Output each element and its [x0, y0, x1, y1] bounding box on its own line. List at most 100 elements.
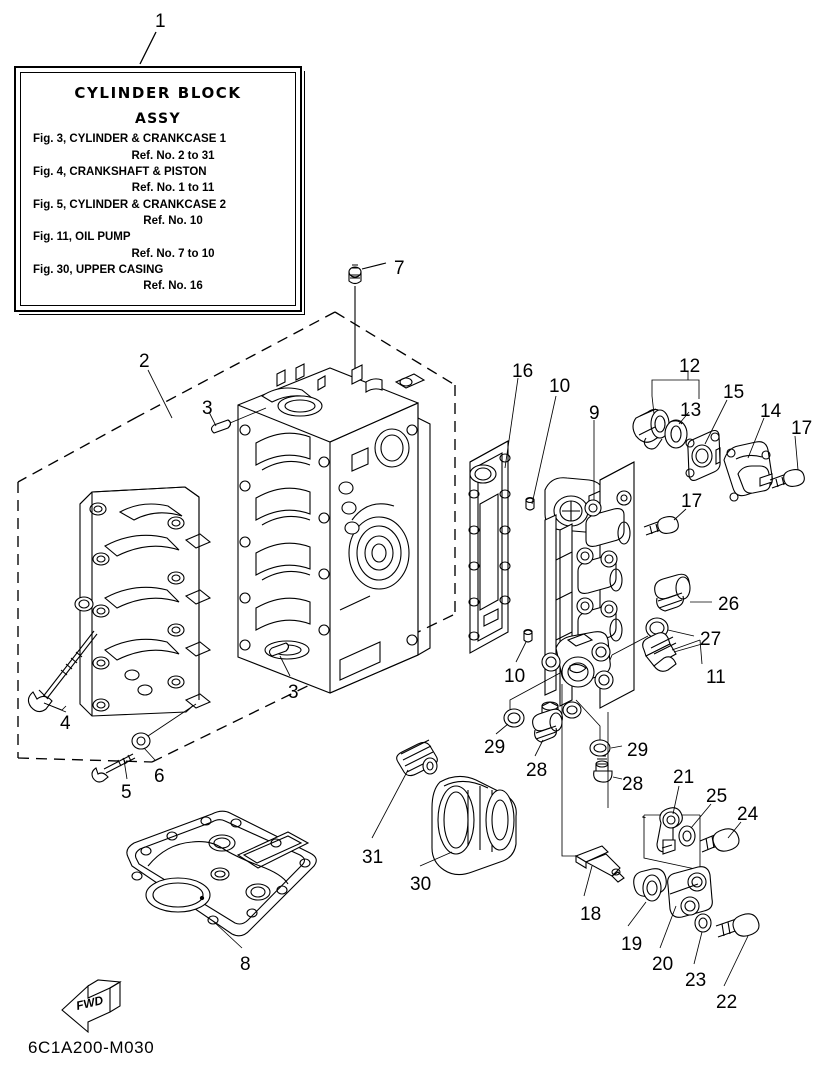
cylinder-block-main [237, 363, 431, 694]
callout-number-11: 11 [706, 667, 726, 688]
legend-ref-1: Ref. No. 2 to 31 [131, 149, 215, 162]
legend-fig-3: Fig. 5, CYLINDER & CRANKCASE 2 [33, 198, 226, 211]
part-30-oil-filter [431, 775, 517, 876]
callout-number-9: 9 [589, 403, 600, 424]
assembly-line-3a [229, 407, 267, 424]
part-19-bushing [633, 868, 667, 902]
leader-4b [43, 702, 67, 713]
leader-7 [361, 262, 387, 270]
callout-number-27: 27 [700, 629, 722, 650]
part-29a-oring [503, 708, 525, 728]
legend-fig-4: Fig. 11, OIL PUMP [33, 231, 131, 244]
callout-number-2: 2 [139, 351, 150, 372]
leader-10b [515, 641, 527, 663]
crankcase-half-left [74, 486, 212, 717]
bracket-frame-21 [642, 816, 646, 818]
legend-ref-2: Ref. No. 1 to 11 [131, 182, 215, 195]
callout-number-14: 14 [760, 401, 782, 422]
leader-11 [671, 639, 703, 665]
leader-29b [610, 745, 623, 749]
part-3a-dowel [210, 419, 232, 434]
leader-1 [139, 31, 157, 65]
callout-number-26: 26 [718, 594, 740, 615]
part-14-cover [723, 441, 773, 502]
assembly-bracket-29a [509, 672, 561, 710]
callout-number-13: 13 [680, 400, 702, 421]
leader-15 [704, 399, 728, 445]
part-21-lever [656, 807, 683, 855]
part-31-adapter [396, 739, 438, 777]
callout-number-7: 7 [394, 258, 405, 279]
callout-number-16: 16 [512, 361, 534, 382]
callout-number-20: 20 [652, 954, 674, 975]
legend-box: CYLINDER BLOCK ASSY Fig. 3, CYLINDER & C… [14, 66, 302, 312]
legend-fig-1: Fig. 3, CYLINDER & CRANKCASE 1 [33, 133, 226, 146]
callout-number-10a: 10 [549, 376, 571, 397]
callout-number-29b: 29 [627, 740, 649, 761]
leader-22 [723, 935, 749, 987]
legend-ref-5: Ref. No. 16 [143, 280, 203, 293]
callout-number-29a: 29 [484, 737, 506, 758]
callout-number-5: 5 [121, 782, 132, 803]
assembly-line-6 [147, 703, 197, 737]
leader-13 [678, 411, 690, 425]
leader-21 [672, 785, 680, 815]
callout-number-3a: 3 [202, 398, 213, 419]
assembly-bracket-29b [575, 699, 601, 740]
part-3b-dowel [268, 642, 290, 657]
legend-subtitle: ASSY [134, 111, 182, 128]
assembly-line-18 [561, 684, 576, 857]
callout-number-17a: 17 [791, 418, 813, 439]
callout-number-21: 21 [673, 767, 695, 788]
legend-fig-2: Fig. 4, CRANKSHAFT & PISTON [33, 165, 207, 178]
legend-box-inner: CYLINDER BLOCK ASSY Fig. 3, CYLINDER & C… [20, 72, 296, 306]
part-8-lower-casing [126, 810, 317, 937]
leader-18 [583, 865, 593, 897]
legend-title: CYLINDER BLOCK [74, 84, 242, 102]
legend-fig-5: Fig. 30, UPPER CASING [33, 263, 164, 276]
callout-number-31: 31 [362, 847, 384, 868]
leader-3b [279, 655, 291, 677]
callout-number-12: 12 [679, 356, 701, 377]
part-12-thermostat [632, 408, 670, 450]
callout-number-18: 18 [580, 904, 602, 925]
leader-17b [673, 508, 687, 521]
part-20-bracket [667, 866, 713, 918]
leader-17a [794, 435, 799, 471]
callout-number-28a: 28 [526, 760, 548, 781]
part-code-label: 6C1A200-M030 [28, 1038, 155, 1057]
assembly-line-27 [609, 635, 649, 661]
leader-14 [747, 417, 765, 459]
leader-3a [208, 411, 217, 427]
leader-11b [673, 643, 703, 653]
callout-number-23: 23 [685, 970, 707, 991]
leader-12 [651, 395, 655, 415]
leader-27 [667, 629, 695, 637]
part-25-washer [678, 825, 696, 847]
leader-28b [612, 776, 623, 780]
part-4-long-bolt [27, 630, 98, 713]
leader-19 [627, 901, 647, 927]
leader-23 [693, 931, 703, 965]
part-10a-dowel [525, 496, 535, 511]
part-9-pump-housing [541, 461, 635, 720]
bracket-12 [651, 372, 700, 399]
legend-ref-3: Ref. No. 10 [143, 214, 203, 227]
callout-number-15: 15 [723, 382, 745, 403]
part-26-plug [654, 573, 691, 612]
part-17b-bolt [643, 516, 679, 536]
part-22-bolt [715, 913, 760, 938]
part-13-seal [664, 419, 688, 449]
callout-number-10b: 10 [504, 666, 526, 687]
part-24-bolt [699, 828, 740, 853]
callout-number-1: 1 [155, 11, 166, 32]
callout-number-6: 6 [154, 766, 165, 787]
leader-16 [504, 377, 519, 469]
leader-25 [690, 803, 712, 829]
part-28a-plug [532, 708, 563, 743]
callout-number-25: 25 [706, 786, 728, 807]
callout-number-3b: 3 [288, 682, 299, 703]
part-16-exhaust-cover [468, 440, 511, 654]
